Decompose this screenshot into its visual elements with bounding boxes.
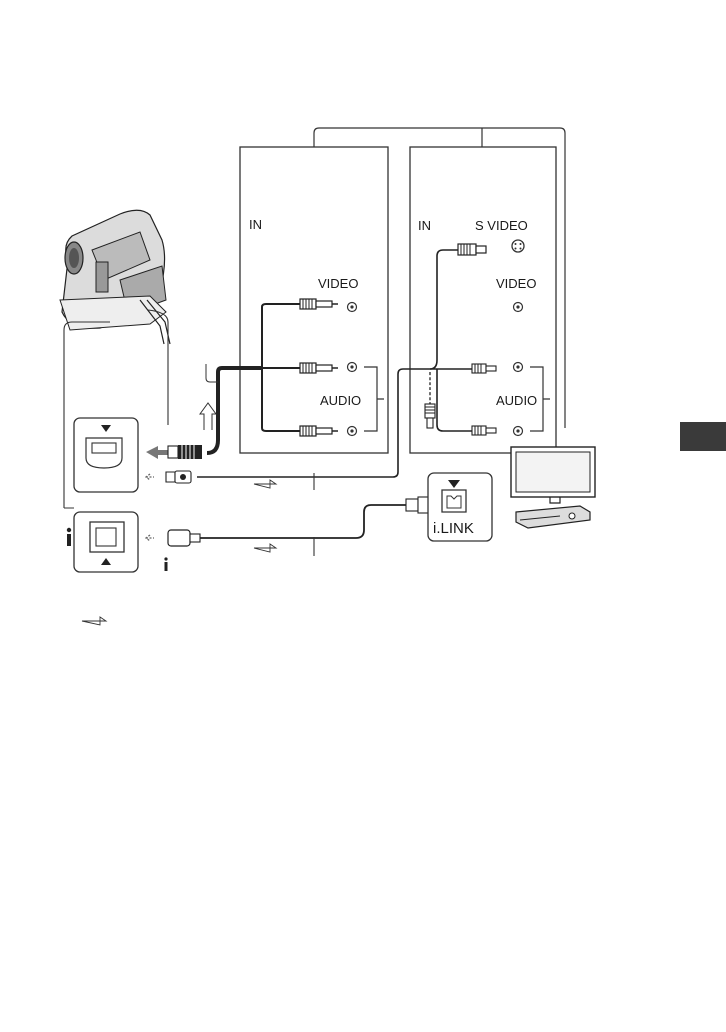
signal-direction-arrow-1 [254, 480, 276, 488]
left-audio-jack-r [348, 427, 357, 436]
right-video-jack [514, 303, 523, 312]
left-audio-jack-l [348, 363, 357, 372]
unused-video-plug [425, 404, 435, 428]
right-audio-label: AUDIO [496, 393, 537, 408]
rca-plug-audio-l [300, 363, 338, 373]
camcorder-illustration [60, 210, 170, 344]
left-audio-label: AUDIO [320, 393, 361, 408]
tv-vcr-illustration [511, 447, 595, 528]
left-video-label: VIDEO [318, 276, 358, 291]
rca-plug-audio-r [300, 426, 338, 436]
ilink-plug-camcorder [146, 530, 200, 546]
left-video-jack [348, 303, 357, 312]
ilink-camcorder-inset [74, 512, 138, 572]
right-video-label: VIDEO [496, 276, 536, 291]
av-jack-inset [74, 418, 138, 492]
ilink-cable [200, 505, 406, 538]
svideo-plug-camcorder [146, 471, 191, 483]
ilink-label: i.LINK [433, 520, 474, 537]
ilink-device-inset: i.LINK [406, 473, 492, 541]
right-in-label: IN [418, 218, 431, 233]
signal-direction-arrow-2 [254, 544, 276, 552]
left-in-label: IN [249, 217, 262, 232]
svideo-plug [458, 244, 486, 255]
rca-plug-video [300, 299, 338, 309]
legend-signal-arrow [82, 617, 106, 625]
right-audio-jack-r [514, 427, 523, 436]
signal-up-arrow [200, 403, 216, 430]
right-audio-jack-l [514, 363, 523, 372]
section-thumb-tab [680, 422, 726, 451]
right-svideo-jack [512, 240, 524, 252]
right-svideo-label: S VIDEO [475, 218, 528, 233]
av-plug-into-camcorder [146, 445, 202, 459]
